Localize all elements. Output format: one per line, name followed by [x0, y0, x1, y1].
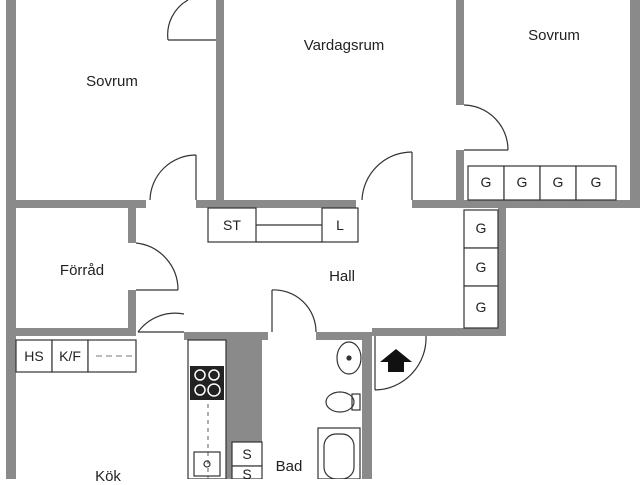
entrance-arrow-icon	[380, 349, 412, 372]
linen-cabinet-label: L	[336, 217, 344, 233]
shelf-label: S	[242, 466, 252, 482]
closet-label: G	[475, 299, 487, 315]
tall-cabinet-label: HS	[24, 348, 44, 364]
room-label-bedroom-left: Sovrum	[86, 73, 138, 90]
kitchen-counter	[187, 339, 227, 479]
room-label-storage: Förråd	[59, 262, 105, 279]
room-label-hall: Hall	[329, 268, 355, 285]
room-label-bathroom: Bad	[275, 458, 303, 475]
room-label-bedroom-right: Sovrum	[528, 27, 580, 44]
closet-label: G	[552, 174, 564, 190]
closet-label: G	[590, 174, 602, 190]
storage-cabinet-label: ST	[223, 217, 241, 233]
closet-label: G	[480, 174, 492, 190]
closet-label: G	[516, 174, 528, 190]
closets	[15, 165, 617, 479]
bathroom-fixtures	[317, 341, 362, 479]
doors	[135, 0, 509, 391]
fridge-freezer-label: K/F	[59, 348, 81, 364]
room-label-kitchen: Kök	[95, 468, 121, 485]
sink-icon	[193, 451, 221, 477]
closet-label: G	[475, 220, 487, 236]
room-label-living-room: Vardagsrum	[303, 37, 385, 54]
stove-icon	[190, 366, 224, 400]
shelf-label: S	[242, 446, 252, 462]
walls	[6, 0, 640, 479]
closet-label: G	[475, 259, 487, 275]
